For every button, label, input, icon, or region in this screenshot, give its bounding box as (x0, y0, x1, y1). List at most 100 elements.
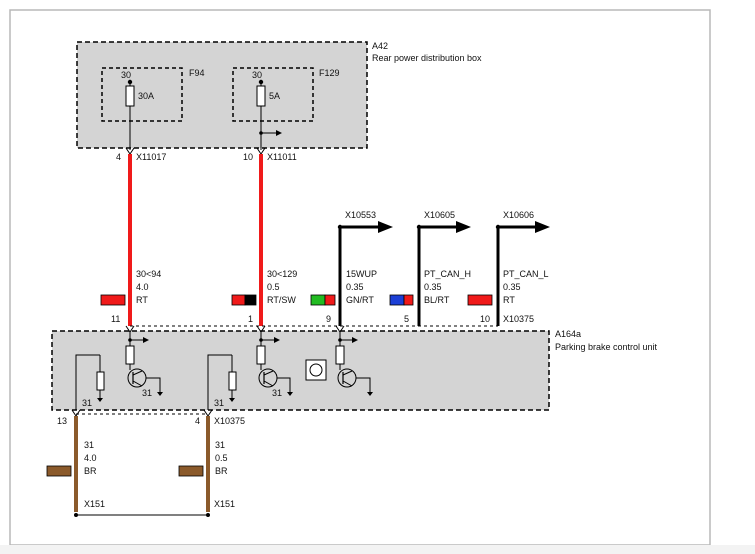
module-symbol-icon (305, 359, 327, 381)
a42-name: Rear power distribution box (372, 53, 482, 63)
a164a-code: A164a (555, 329, 581, 339)
wire3-gauge: 0.35 (346, 282, 364, 292)
transistor-3-emitter (342, 380, 353, 387)
inner-arrow-3-icon (352, 337, 358, 343)
wire2-pin: 1 (248, 314, 253, 324)
wire4-color-swatch-red (403, 294, 414, 306)
inner-ground-wire-2 (207, 354, 232, 410)
x11011-pin: 10 (243, 152, 253, 162)
transistor-2-emitter (263, 380, 274, 387)
ground-2-icon (97, 398, 103, 402)
ground-wire1-end: X151 (84, 499, 105, 509)
wire-pt-can-h (417, 225, 458, 326)
inner-arrow-1-icon (143, 337, 149, 343)
a164a-connector-top: X10375 (503, 314, 534, 324)
wire4-gauge: 0.35 (424, 282, 442, 292)
ground-4-icon (229, 398, 235, 402)
a164a-box (51, 330, 550, 411)
wire4-signal: PT_CAN_H (424, 269, 471, 279)
wire1-gauge: 4.0 (136, 282, 149, 292)
a164a-name: Parking brake control unit (555, 342, 658, 352)
ground-wire2-color-swatch (178, 465, 204, 477)
x11017-label: X11017 (136, 152, 166, 162)
x11017-pin: 4 (116, 152, 121, 162)
f129-branch-arrow-icon (276, 130, 282, 136)
a164a-connector-bottom: X10375 (214, 416, 245, 426)
ground-wire1-gauge: 4.0 (84, 453, 97, 463)
wire-pt-can-l (496, 225, 537, 326)
inner-resistor-3-icon (256, 345, 266, 365)
transistor-1-collector (132, 370, 143, 376)
wire1-pin: 11 (111, 314, 120, 324)
ground-wire2-color: BR (215, 466, 228, 476)
wire-15wup (338, 225, 380, 326)
inner-resistor-5-icon (335, 345, 345, 365)
x10553-arrow-icon (378, 221, 393, 233)
inner-resistor-1-icon (125, 345, 135, 365)
x10605-arrow-icon (456, 221, 471, 233)
transistor-3-ground-lead (356, 377, 371, 392)
ground-label-2: 31 (82, 398, 92, 408)
ground-1-icon (157, 392, 163, 396)
f129-code: F129 (319, 68, 340, 78)
x10553-label: X10553 (345, 210, 376, 220)
x10606-label: X10606 (503, 210, 534, 220)
inner-resistor-4-icon (228, 371, 237, 391)
ground-wire1-color-swatch (46, 465, 72, 477)
f94-box (101, 67, 183, 122)
f94-rating: 30A (138, 91, 154, 101)
ground-wire2-end: X151 (214, 499, 235, 509)
wire3-color: GN/RT (346, 295, 374, 305)
f94-pin: 30 (121, 70, 131, 80)
f129-pin: 30 (252, 70, 262, 80)
ground-wire2-pin: 4 (195, 416, 200, 426)
ground-wire1-color: BR (84, 466, 97, 476)
inner-resistor-2-icon (96, 371, 105, 391)
inner-arrow-2-icon (274, 337, 280, 343)
f94-code: F94 (189, 68, 205, 78)
ground-3-icon (287, 392, 293, 396)
wire5-gauge: 0.35 (503, 282, 521, 292)
wire4-pin: 5 (404, 314, 409, 324)
wire1-color: RT (136, 295, 148, 305)
ground-wire1-signal: 31 (84, 440, 94, 450)
wire4-color: BL/RT (424, 295, 450, 305)
wire3-color-swatch-green (310, 294, 326, 306)
transistor-2-ground-lead (277, 377, 291, 392)
wire5-signal: PT_CAN_L (503, 269, 549, 279)
ground-5-icon (367, 392, 373, 396)
wire1-signal: 30<94 (136, 269, 161, 279)
ground-wire2-gauge: 0.5 (215, 453, 228, 463)
wire2-color-swatch-black (244, 294, 257, 306)
ground-label-4: 31 (214, 398, 224, 408)
wire2-signal: 30<129 (267, 269, 297, 279)
module-symbol-circle (309, 363, 323, 377)
wire4-color-swatch-blue (389, 294, 405, 306)
wire5-pin: 10 (480, 314, 490, 324)
wire2-gauge: 0.5 (267, 282, 280, 292)
transistor-2-collector (263, 370, 274, 376)
inner-ground-wire-1 (75, 354, 90, 410)
transistor-3-collector (342, 370, 353, 376)
ground-wire1-pin: 13 (57, 416, 67, 426)
x11011-label: X11011 (267, 152, 297, 162)
x151-dot-2 (206, 513, 210, 517)
transistor-1-emitter (132, 380, 143, 387)
ground-label-3: 31 (272, 388, 282, 398)
x10606-arrow-icon (535, 221, 550, 233)
wire2-color: RT/SW (267, 295, 296, 305)
f129-rating: 5A (269, 91, 280, 101)
wire1-color-swatch (100, 294, 126, 306)
f129-fuse-icon (256, 85, 266, 107)
wire5-color-swatch (467, 294, 493, 306)
a42-code: A42 (372, 41, 388, 51)
f129-box (232, 67, 314, 122)
wire3-color-swatch-red (324, 294, 336, 306)
bottom-toolbar-strip (0, 545, 755, 554)
ground-label-1: 31 (142, 388, 152, 398)
x10605-label: X10605 (424, 210, 455, 220)
ground-wire2-signal: 31 (215, 440, 225, 450)
x151-dot-1 (74, 513, 78, 517)
transistor-1-ground-lead (146, 377, 161, 392)
